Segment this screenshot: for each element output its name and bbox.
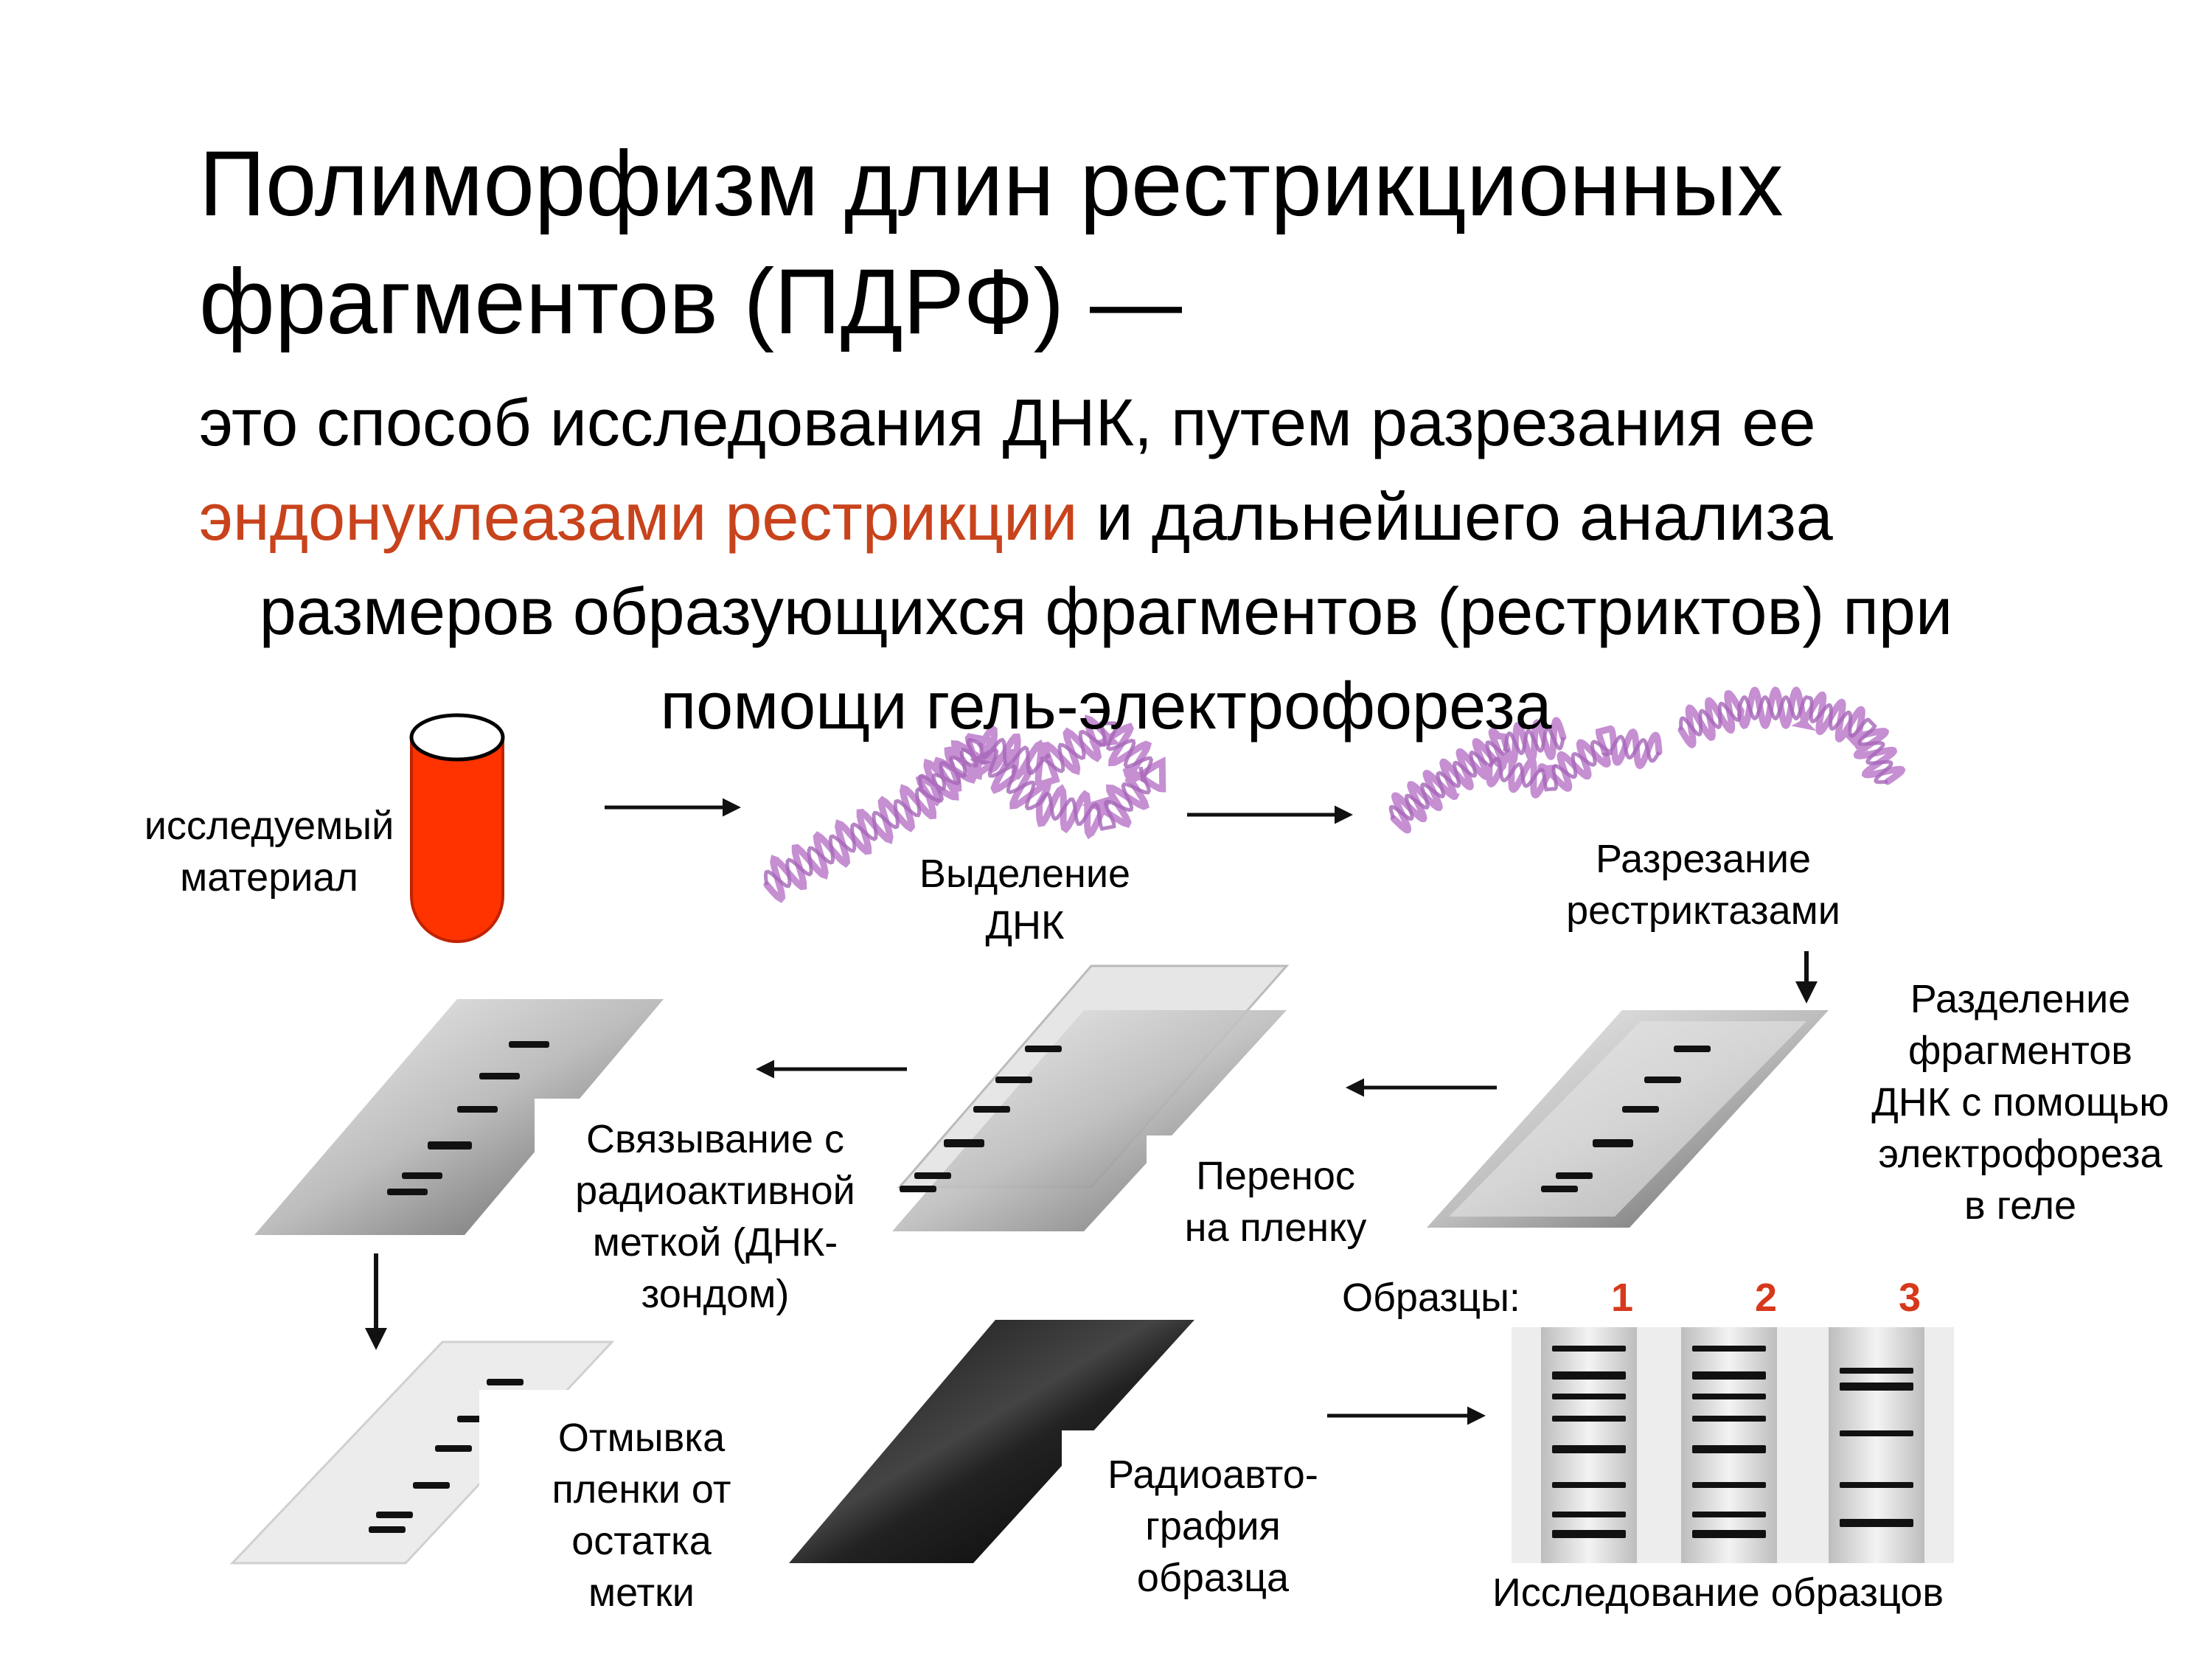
definition-line-2: эндонуклеазами рестрикции и дальнейшего … <box>111 470 2101 565</box>
label-line: Разрезание <box>1595 837 1812 881</box>
label-line: Разделение <box>1910 977 2131 1021</box>
sample-number-3: 3 <box>1898 1276 1921 1320</box>
title-line-1: Полиморфизм длин рестрикционных <box>199 133 1784 235</box>
label-study: Исследование образцов <box>1492 1571 1944 1615</box>
restriction-endonuclease-term: эндонуклеазами рестрикции <box>199 481 1078 554</box>
label-binding: Связывание с радиоактивной меткой (ДНК- … <box>546 1113 885 1320</box>
washed-membrane-icon <box>229 1340 774 1618</box>
label-line: рестриктазами <box>1566 888 1840 933</box>
label-line: Выделение <box>919 852 1131 896</box>
sample-lanes <box>1512 1327 1954 1563</box>
label-line: Связывание с <box>585 1117 845 1161</box>
label-material: исследуемый материал <box>129 800 409 903</box>
label-line: графия <box>1145 1504 1281 1548</box>
label-line: материал <box>180 855 358 900</box>
label-line: фрагментов <box>1907 1029 2132 1073</box>
dna-strand-icon <box>763 714 1166 903</box>
label-line: Радиоавто- <box>1107 1453 1318 1497</box>
label-line: радиоактивной <box>575 1169 855 1213</box>
cut-dna-fragments-icon <box>1388 686 1906 834</box>
label-separation: Разделение фрагментов ДНК с помощью элек… <box>1851 973 2190 1231</box>
label-line: исследуемый <box>144 804 394 848</box>
label-line: меткой (ДНК- <box>592 1220 838 1265</box>
label-line: остатка <box>571 1519 712 1563</box>
label-extraction: Выделение ДНК <box>870 848 1180 951</box>
definition-line-3: размеров образующихся фрагментов (рестри… <box>259 575 1953 649</box>
label-line: ДНК <box>985 903 1065 947</box>
autoradiography-film-icon <box>789 1320 1371 1622</box>
label-line: зондом) <box>641 1272 790 1316</box>
page-title: Полиморфизм длин рестрикционных фрагмент… <box>199 125 2079 361</box>
label-line: метки <box>588 1571 695 1615</box>
label-line: Отмывка <box>557 1416 726 1460</box>
label-autoradiography: Радиоавто- графия образца <box>1069 1449 1357 1604</box>
label-line: образца <box>1136 1556 1290 1600</box>
test-tube-icon <box>409 713 505 943</box>
label-line: в геле <box>1964 1183 2076 1228</box>
sample-lane-3 <box>1829 1327 1924 1563</box>
membrane-transfer-icon <box>892 964 1390 1261</box>
probe-binding-gel-icon <box>254 999 888 1320</box>
definition-line-4: помощи гель-электрофореза <box>660 669 1552 743</box>
label-line: пленки от <box>552 1467 731 1512</box>
label-line: электрофореза <box>1878 1132 2163 1176</box>
samples-label: Образцы: <box>1342 1276 1520 1320</box>
definition-line-1: это способ исследования ДНК, путем разре… <box>199 386 1816 460</box>
sample-number-1: 1 <box>1610 1276 1634 1320</box>
label-washing: Отмывка пленки от остатка метки <box>509 1412 774 1618</box>
title-line-2: фрагментов (ПДРФ) — <box>199 251 1182 353</box>
label-cutting: Разрезание рестриктазами <box>1534 833 1873 936</box>
definition-line-2-rest: и дальнейшего анализа <box>1077 481 1833 554</box>
sample-number-2: 2 <box>1754 1276 1778 1320</box>
electrophoresis-gel-icon <box>1427 1010 1829 1228</box>
label-line: ДНК с помощью <box>1871 1080 2169 1124</box>
label-line: на пленку <box>1184 1206 1367 1250</box>
label-line: Перенос <box>1196 1154 1355 1198</box>
label-transfer: Перенос на пленку <box>1158 1150 1394 1253</box>
definition-text: это способ исследования ДНК, путем разре… <box>111 376 2101 754</box>
